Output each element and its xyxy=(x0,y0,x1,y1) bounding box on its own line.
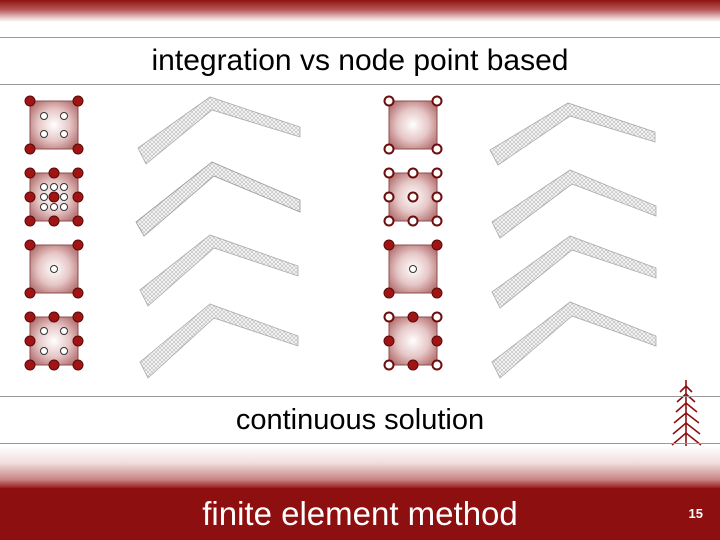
footer-fade xyxy=(0,446,720,488)
surface-right-row-3 xyxy=(491,235,657,309)
surface-left-row-3 xyxy=(139,234,299,307)
element-right-row-4 xyxy=(383,311,443,371)
element-left-row-3 xyxy=(24,239,84,299)
slide-subtitle: continuous solution xyxy=(235,404,485,436)
title-rule-top xyxy=(0,37,720,38)
title-rule-bottom xyxy=(0,84,720,85)
footer-title: finite element method xyxy=(202,495,518,532)
element-right-row-1 xyxy=(383,95,443,155)
surface-right-row-4 xyxy=(491,301,657,379)
surface-left-row-2 xyxy=(135,161,301,237)
surface-left-row-4 xyxy=(139,303,299,379)
redwood-tree-icon xyxy=(671,380,702,458)
surface-right-row-1 xyxy=(489,102,656,166)
element-left-row-4 xyxy=(24,311,84,371)
subtitle-rule-top xyxy=(0,396,720,397)
top-band xyxy=(0,0,720,22)
subtitle-rule-bottom xyxy=(0,443,720,444)
element-left-row-1 xyxy=(24,95,84,155)
footer-bar: finite element method 15 xyxy=(0,488,720,540)
slide-title: integration vs node point based xyxy=(151,44,569,77)
surface-right-row-2 xyxy=(491,169,657,239)
surface-left-row-1 xyxy=(137,96,301,165)
page-number: 15 xyxy=(688,506,703,521)
element-right-row-3 xyxy=(383,239,443,299)
element-left-row-2 xyxy=(24,167,84,227)
element-right-row-2 xyxy=(383,167,443,227)
